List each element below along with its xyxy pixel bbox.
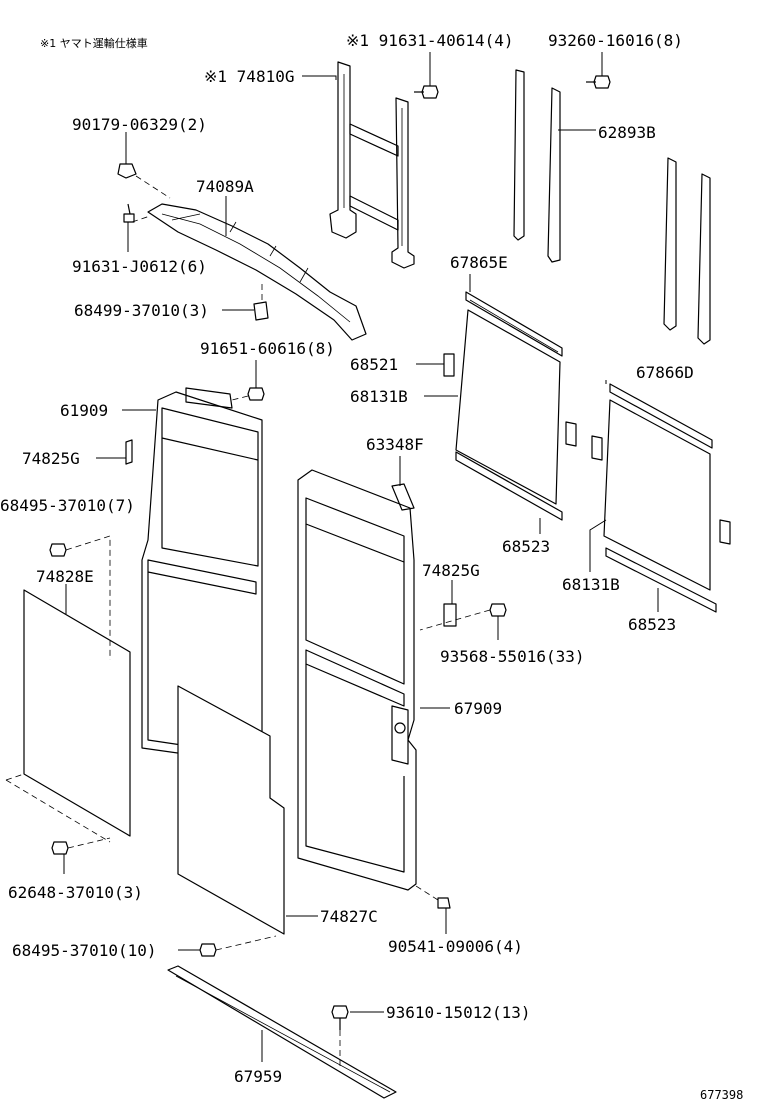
bolt-93610-15012 xyxy=(331,1005,349,1030)
label-93260-16016: 93260-16016(8) xyxy=(548,31,683,50)
label-67865e: 67865E xyxy=(450,253,508,272)
leader-lines xyxy=(63,52,659,1062)
bolt-93260-16016 xyxy=(586,75,611,89)
label-68499-37010: 68499-37010(3) xyxy=(74,301,209,320)
label-68521: 68521 xyxy=(350,355,399,374)
label-91631-j0612: 91631-J0612(6) xyxy=(72,257,207,276)
label-74089a: 74089A xyxy=(196,177,254,196)
part-62893b-strips xyxy=(513,69,711,345)
clip-68499-37010 xyxy=(253,301,269,321)
label-91651-60616: 91651-60616(8) xyxy=(200,339,335,358)
figure-id: 677398 xyxy=(700,1088,744,1102)
label-93610-15012: 93610-15012(13) xyxy=(386,1003,531,1022)
label-74825g-left: 74825G xyxy=(22,449,80,468)
cap-90541-09006 xyxy=(437,897,451,909)
note-yamato-spec: ※1 ヤマト運輸仕様車 xyxy=(40,37,148,50)
label-74825g-right: 74825G xyxy=(422,561,480,580)
bolt-68495-37010-upper xyxy=(49,543,67,557)
bolt-68495-37010-lower xyxy=(199,943,217,957)
label-68131b-lower: 68131B xyxy=(562,575,620,594)
label-74810g: ※1 74810G xyxy=(204,67,295,86)
label-62893b: 62893B xyxy=(598,123,656,142)
label-68523-upper: 68523 xyxy=(502,537,551,556)
part-68131b-glass-lower xyxy=(603,399,711,591)
part-74810g-bracket xyxy=(329,61,415,269)
bolt-91631-40614 xyxy=(414,85,439,99)
label-93568-55016: 93568-55016(33) xyxy=(440,647,585,666)
part-74828e-panel xyxy=(5,589,131,843)
label-62648-37010: 62648-37010(3) xyxy=(8,883,143,902)
label-68495-37010-10: 68495-37010(10) xyxy=(12,941,157,960)
bolt-91651-60616 xyxy=(247,387,265,401)
part-68521-clip xyxy=(443,353,603,461)
part-68523-runner-lower xyxy=(605,547,717,613)
label-68495-37010-7: 68495-37010(7) xyxy=(0,496,135,515)
part-67959-sill xyxy=(167,965,397,1099)
label-67866d: 67866D xyxy=(636,363,694,382)
label-68523-lower: 68523 xyxy=(628,615,677,634)
part-68523-runner-upper xyxy=(455,451,563,521)
bolt-62648-37010 xyxy=(51,841,69,855)
label-91631-40614: ※1 91631-40614(4) xyxy=(346,31,514,50)
clip-90179-06329 xyxy=(117,163,137,179)
part-67865e-runner xyxy=(465,291,563,357)
part-74089a-rail xyxy=(147,203,367,341)
bolt-93568-55016 xyxy=(489,603,507,617)
label-67959: 67959 xyxy=(234,1067,283,1086)
label-74828e: 74828E xyxy=(36,567,94,586)
label-63348f: 63348F xyxy=(366,435,424,454)
label-68131b-upper: 68131B xyxy=(350,387,408,406)
label-90179-06329: 90179-06329(2) xyxy=(72,115,207,134)
part-74827c-panel xyxy=(177,685,285,935)
part-67866d-runner xyxy=(609,383,713,449)
part-68131b-glass-upper xyxy=(455,309,561,505)
label-74827c: 74827C xyxy=(320,907,378,926)
clip-lower-glass xyxy=(719,519,731,545)
clip-74825g-left xyxy=(125,439,133,465)
screw-91631-j0612 xyxy=(123,203,135,223)
part-67909-door xyxy=(297,469,417,891)
label-90541-09006: 90541-09006(4) xyxy=(388,937,523,956)
label-61909: 61909 xyxy=(60,401,109,420)
part-61909-frame xyxy=(141,387,263,765)
label-67909: 67909 xyxy=(454,699,503,718)
